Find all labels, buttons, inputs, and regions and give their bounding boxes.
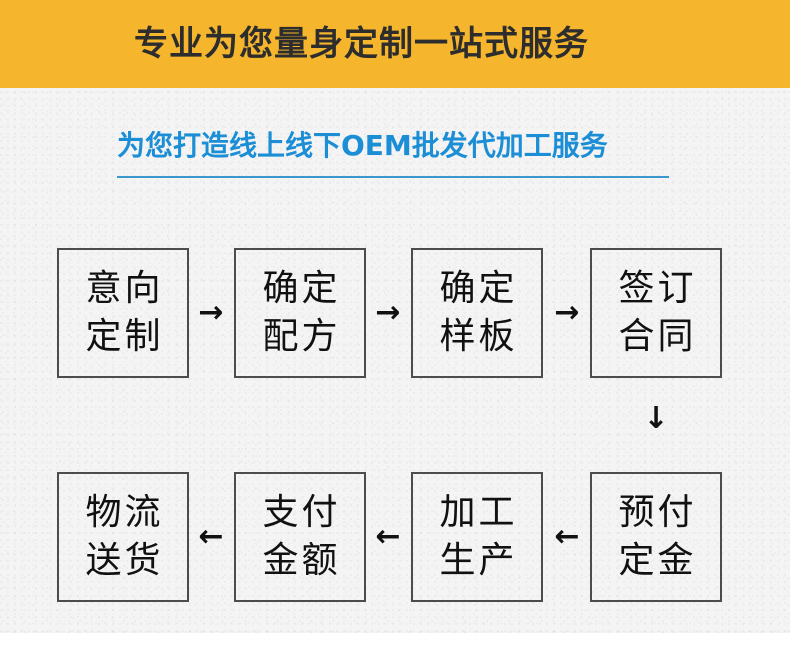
flow-step-pay-balance: 支付 金额 (234, 472, 366, 602)
flow-step-line-2: 金额 (262, 540, 341, 581)
flow-step-line-1: 签订 (618, 268, 697, 309)
subtitle-underline (117, 176, 669, 178)
flow-step-line-2: 送货 (85, 540, 164, 581)
textured-background (0, 0, 790, 633)
flow-step-line-1: 确定 (262, 268, 341, 309)
flow-step-line-2: 合同 (618, 316, 697, 357)
banner-title: 专业为您量身定制一站式服务 (134, 24, 589, 64)
flow-step-line-2: 定金 (618, 540, 697, 581)
flow-step-sign-contract: 签订 合同 (590, 248, 722, 378)
flow-step-line-2: 生产 (439, 540, 518, 581)
flow-step-line-2: 配方 (262, 316, 341, 357)
arrow-left-icon: ← (375, 519, 401, 554)
flow-step-line-1: 确定 (439, 268, 518, 309)
subtitle-heading: 为您打造线上线下OEM批发代加工服务 (117, 129, 608, 162)
arrow-right-icon: → (554, 295, 580, 330)
arrow-right-icon: → (375, 295, 401, 330)
arrow-down-icon: ↓ (643, 401, 669, 436)
flow-step-prepay-deposit: 预付 定金 (590, 472, 722, 602)
flow-step-intent-customization: 意向 定制 (57, 248, 189, 378)
flow-step-line-1: 物流 (85, 492, 164, 533)
flow-step-line-2: 定制 (85, 316, 164, 357)
arrow-left-icon: ← (198, 519, 224, 554)
flow-step-line-1: 意向 (85, 268, 164, 309)
header-banner: 专业为您量身定制一站式服务 (0, 0, 790, 88)
arrow-right-icon: → (198, 295, 224, 330)
flow-step-logistics-delivery: 物流 送货 (57, 472, 189, 602)
flow-step-production: 加工 生产 (411, 472, 543, 602)
flow-step-line-1: 支付 (262, 492, 341, 533)
flow-step-line-1: 预付 (618, 492, 697, 533)
flow-step-confirm-formula: 确定 配方 (234, 248, 366, 378)
arrow-left-icon: ← (554, 519, 580, 554)
flow-step-confirm-sample: 确定 样板 (411, 248, 543, 378)
flow-step-line-2: 样板 (439, 316, 518, 357)
flow-step-line-1: 加工 (439, 492, 518, 533)
